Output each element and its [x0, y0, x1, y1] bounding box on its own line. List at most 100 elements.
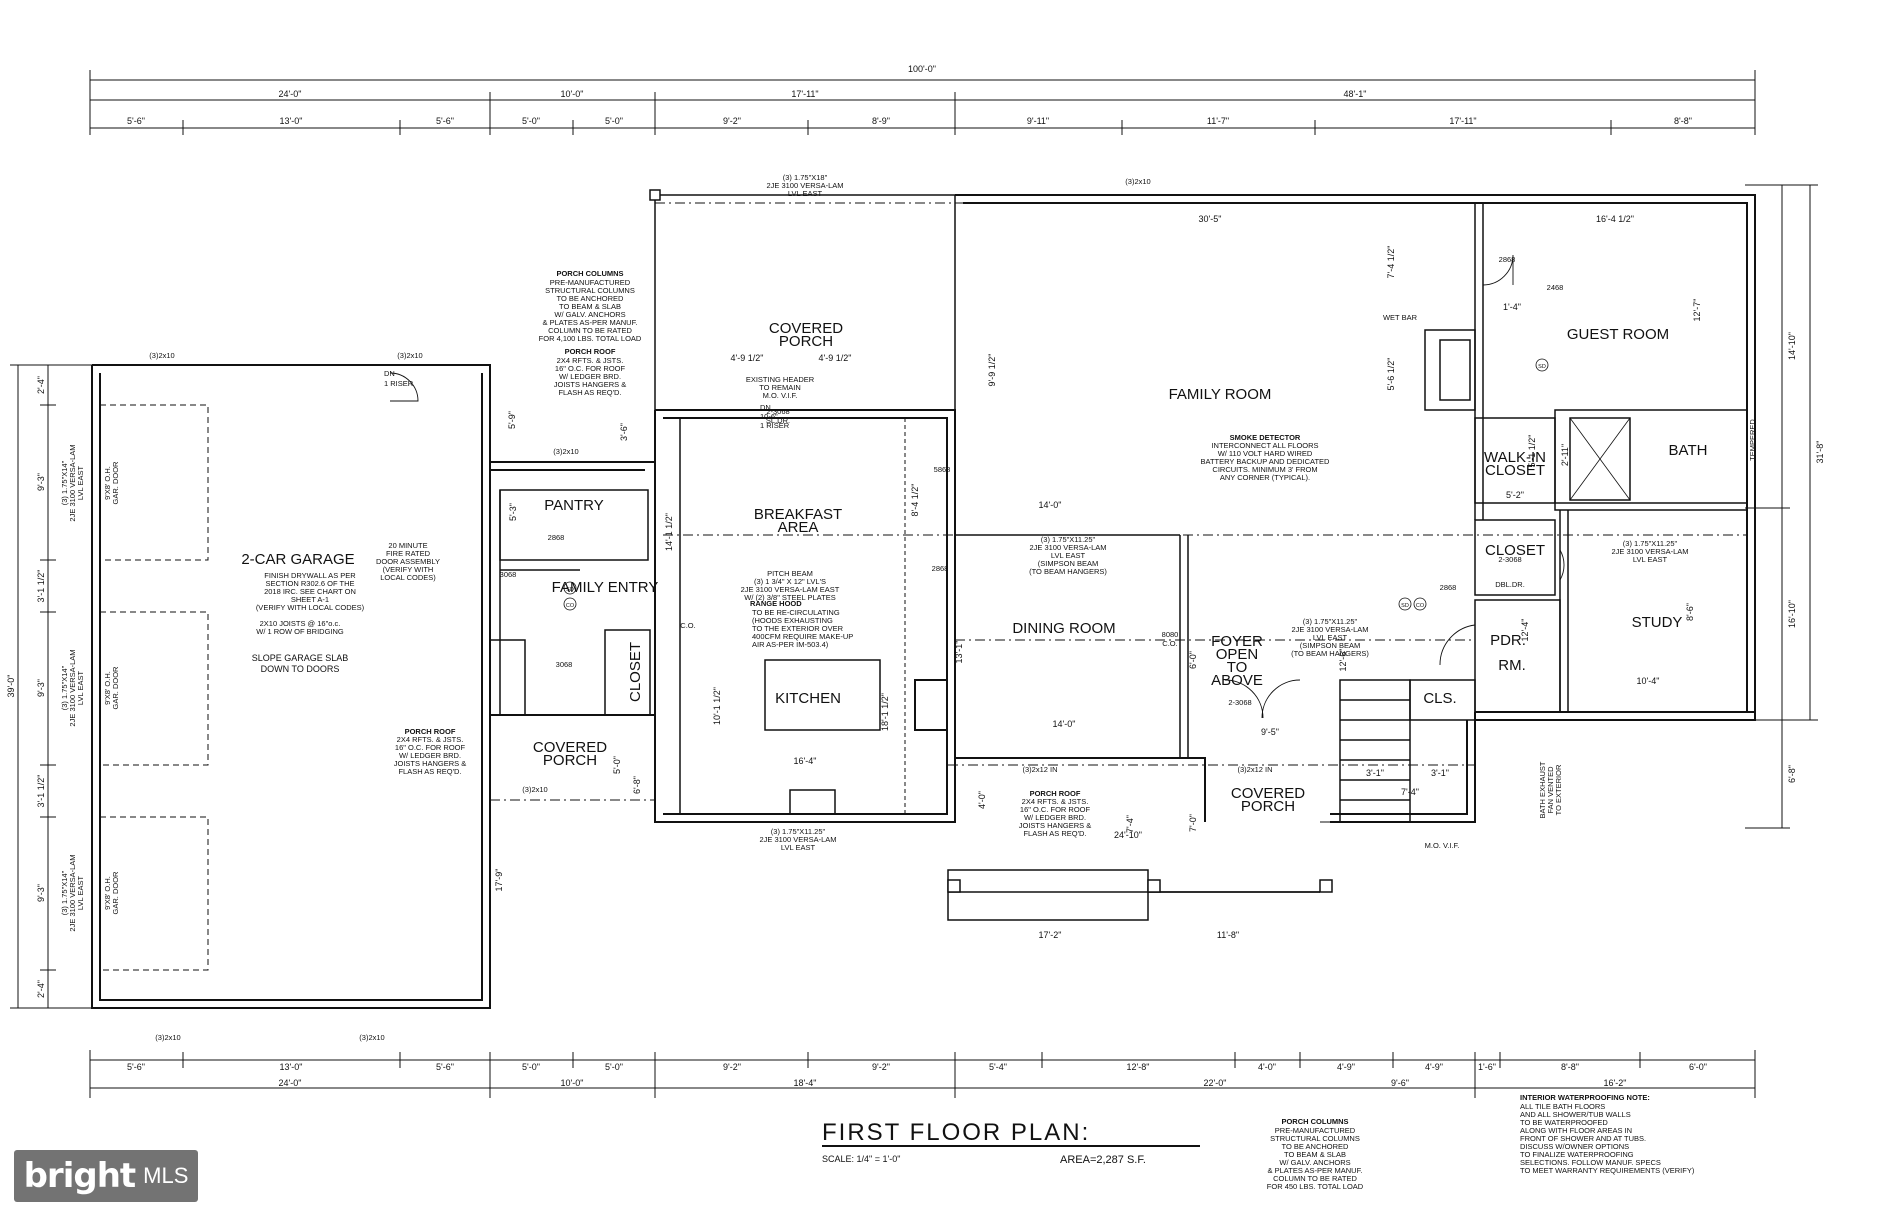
dim-a5: 9'-9 1/2" — [987, 354, 997, 387]
dim-a30: 5'-3" — [508, 503, 518, 521]
dim-bot-8: 5'-4" — [989, 1062, 1007, 1072]
dim-bot2-5: 9'-6" — [1391, 1078, 1409, 1088]
svg-text:LVL EAST: LVL EAST — [76, 670, 85, 705]
dim-a1: 30'-5" — [1199, 214, 1222, 224]
svg-text:& PLATES AS-PER MANUF.: & PLATES AS-PER MANUF. — [1268, 1166, 1363, 1175]
dim-a8: 14'-0" — [1053, 719, 1076, 729]
svg-text:INTERIOR WATERPROOFING NOTE:: INTERIOR WATERPROOFING NOTE: — [1520, 1093, 1650, 1102]
svg-text:SECTION R302.6 OF THE: SECTION R302.6 OF THE — [265, 579, 354, 588]
dim-a4: 5'-6 1/2" — [1386, 358, 1396, 391]
svg-text:FINISH DRYWALL AS PER: FINISH DRYWALL AS PER — [264, 571, 356, 580]
dim-a11: 10'-1 1/2" — [712, 687, 722, 725]
svg-text:(VERIFY WITH: (VERIFY WITH — [383, 565, 434, 574]
room-closet-entry: CLOSET — [627, 642, 644, 702]
svg-text:RANGE HOOD: RANGE HOOD — [750, 599, 802, 608]
svg-text:(TO BEAM HANGERS): (TO BEAM HANGERS) — [1291, 649, 1369, 658]
note-existing-header: EXISTING HEADER TO REMAIN M.O. V.I.F. — [746, 375, 815, 400]
svg-text:W/ LEDGER BRD.: W/ LEDGER BRD. — [1024, 813, 1086, 822]
svg-text:9'X8' O.H.: 9'X8' O.H. — [103, 671, 112, 705]
brand-word: bright — [23, 1156, 137, 1196]
sd-icon: SD — [1401, 603, 1409, 609]
brand-suffix: MLS — [143, 1163, 189, 1188]
label-rr2: (3)2x10 — [397, 351, 422, 360]
note-porch-columns-2: PORCH COLUMNS PRE-MANUFACTURED STRUCTURA… — [1267, 1117, 1364, 1191]
dim-a12: 14'-1 1/2" — [664, 513, 674, 551]
room-covered-porch-left-1: COVERED — [533, 739, 607, 756]
svg-text:AIR AS-PER IM-503.4): AIR AS-PER IM-503.4) — [752, 640, 829, 649]
room-family-entry: FAMILY ENTRY — [552, 579, 659, 596]
svg-text:FRONT OF SHOWER AND AT TUBS.: FRONT OF SHOWER AND AT TUBS. — [1520, 1134, 1646, 1143]
svg-text:JOISTS HANGERS &: JOISTS HANGERS & — [554, 380, 627, 389]
svg-text:CIRCUITS. MINIMUM 3' FROM: CIRCUITS. MINIMUM 3' FROM — [1212, 465, 1317, 474]
svg-text:2JE 3100 VERSA-LAM EAST: 2JE 3100 VERSA-LAM EAST — [741, 585, 840, 594]
label-co-2: C.O. — [1162, 639, 1177, 648]
co-icon: CO — [1416, 603, 1425, 609]
svg-text:SELECTIONS. FOLLOW MANUF. SPEC: SELECTIONS. FOLLOW MANUF. SPECS — [1520, 1158, 1661, 1167]
dim-bot-10: 4'-0" — [1258, 1062, 1276, 1072]
dim-right-3: 6'-8" — [1787, 765, 1797, 783]
label-rr4: (3)2x10 — [522, 785, 547, 794]
dim-bot-11: 4'-9" — [1337, 1062, 1355, 1072]
svg-text:TO REMAIN: TO REMAIN — [759, 383, 801, 392]
dim-left-5: 3'-1 1/2" — [36, 775, 46, 808]
svg-text:SLOPE GARAGE SLAB: SLOPE GARAGE SLAB — [252, 653, 349, 663]
svg-text:GAR. DOOR: GAR. DOOR — [111, 871, 120, 915]
dim-top2-2: 13'-0" — [280, 116, 303, 126]
svg-text:FAN VENTED: FAN VENTED — [1546, 766, 1555, 814]
room-foyer-1: FOYER — [1211, 633, 1263, 650]
dim-bot2-6: 16'-2" — [1604, 1078, 1627, 1088]
svg-text:LVL EAST: LVL EAST — [788, 189, 823, 198]
svg-text:W/ 1 ROW OF BRIDGING: W/ 1 ROW OF BRIDGING — [256, 627, 344, 636]
dim-bot-15: 6'-0" — [1689, 1062, 1707, 1072]
svg-text:BATTERY BACKUP AND DEDICATED: BATTERY BACKUP AND DEDICATED — [1201, 457, 1331, 466]
label-door-7: 8080 — [1162, 630, 1179, 639]
svg-text:(HOODS EXHAUSTING: (HOODS EXHAUSTING — [752, 616, 833, 625]
svg-text:LVL EAST: LVL EAST — [1051, 551, 1086, 560]
svg-text:W/ LEDGER BRD.: W/ LEDGER BRD. — [559, 372, 621, 381]
svg-text:INTERCONNECT ALL FLOORS: INTERCONNECT ALL FLOORS — [1211, 441, 1318, 450]
plan-scale: SCALE: 1/4" = 1'-0" — [822, 1154, 900, 1164]
svg-text:2018 IRC. SEE CHART ON: 2018 IRC. SEE CHART ON — [264, 587, 356, 596]
label-rr5: (3)2x10 — [155, 1033, 180, 1042]
svg-text:PITCH BEAM: PITCH BEAM — [767, 569, 813, 578]
note-porch-columns: PORCH COLUMNS PRE-MANUFACTURED STRUCTURA… — [539, 269, 642, 343]
note-dn-riser-porch: DN 10-6" 1 RISER — [760, 403, 790, 430]
note-garage-beam-1: (3) 1.75"X14" 2JE 3100 VERSA-LAM LVL EAS… — [60, 444, 120, 521]
label-door-9: DBL.DR. — [1495, 580, 1525, 589]
dim-a24: 3'-1" — [1431, 768, 1449, 778]
dim-a20: 12'-4" — [1520, 619, 1530, 642]
note-garage-joists: 2X10 JOISTS @ 16"o.c. W/ 1 ROW OF BRIDGI… — [256, 619, 344, 636]
room-covered-porch-front-1: COVERED — [1231, 785, 1305, 802]
svg-text:10-6": 10-6" — [760, 412, 778, 421]
room-foyer-2: OPEN — [1216, 646, 1259, 663]
dim-a9: 16'-4" — [794, 756, 817, 766]
svg-text:LVL EAST: LVL EAST — [76, 465, 85, 500]
svg-text:2X10 JOISTS @ 16"o.c.: 2X10 JOISTS @ 16"o.c. — [260, 619, 341, 628]
dim-left-1: 2'-4" — [36, 376, 46, 394]
svg-text:PORCH COLUMNS: PORCH COLUMNS — [556, 269, 623, 278]
svg-text:TO BE WATERPROOFED: TO BE WATERPROOFED — [1520, 1118, 1608, 1127]
label-door-12: 2868 — [1440, 583, 1457, 592]
room-dining: DINING ROOM — [1012, 620, 1115, 637]
svg-text:W/ LEDGER BRD.: W/ LEDGER BRD. — [399, 751, 461, 760]
plan-title: FIRST FLOOR PLAN: — [822, 1119, 1090, 1146]
svg-text:JOISTS HANGERS &: JOISTS HANGERS & — [1019, 821, 1092, 830]
room-closet-right: CLOSET — [1485, 542, 1545, 559]
dim-top2-1: 5'-6" — [127, 116, 145, 126]
svg-text:LOCAL CODES): LOCAL CODES) — [380, 573, 436, 582]
svg-text:DOWN TO DOORS: DOWN TO DOORS — [261, 664, 340, 674]
dim-a33: 4'-0" — [977, 791, 987, 809]
dim-a28: 5'-9" — [507, 411, 517, 429]
note-dining-beam: (3) 1.75"X11.25" 2JE 3100 VERSA-LAM LVL … — [1029, 535, 1107, 576]
dim-a3: 7'-4 1/2" — [1386, 246, 1396, 279]
room-walkin-1: WALK-IN — [1484, 449, 1546, 466]
room-breakfast-1: BREAKFAST — [754, 506, 842, 523]
svg-text:TO MEET WARRANTY REQUIREMENTS: TO MEET WARRANTY REQUIREMENTS (VERIFY) — [1520, 1166, 1695, 1175]
room-family-room: FAMILY ROOM — [1169, 386, 1272, 403]
dim-right-2: 16'-10" — [1787, 600, 1797, 628]
label-door-3: 3068 — [500, 570, 517, 579]
note-porch-roof-left: PORCH ROOF 2X4 RFTS. & JSTS. 16" O.C. FO… — [394, 727, 467, 776]
dim-top-3: 17'-11" — [791, 89, 818, 99]
dim-a39: 8'-6" — [1685, 603, 1695, 621]
svg-text:PORCH ROOF: PORCH ROOF — [405, 727, 456, 736]
